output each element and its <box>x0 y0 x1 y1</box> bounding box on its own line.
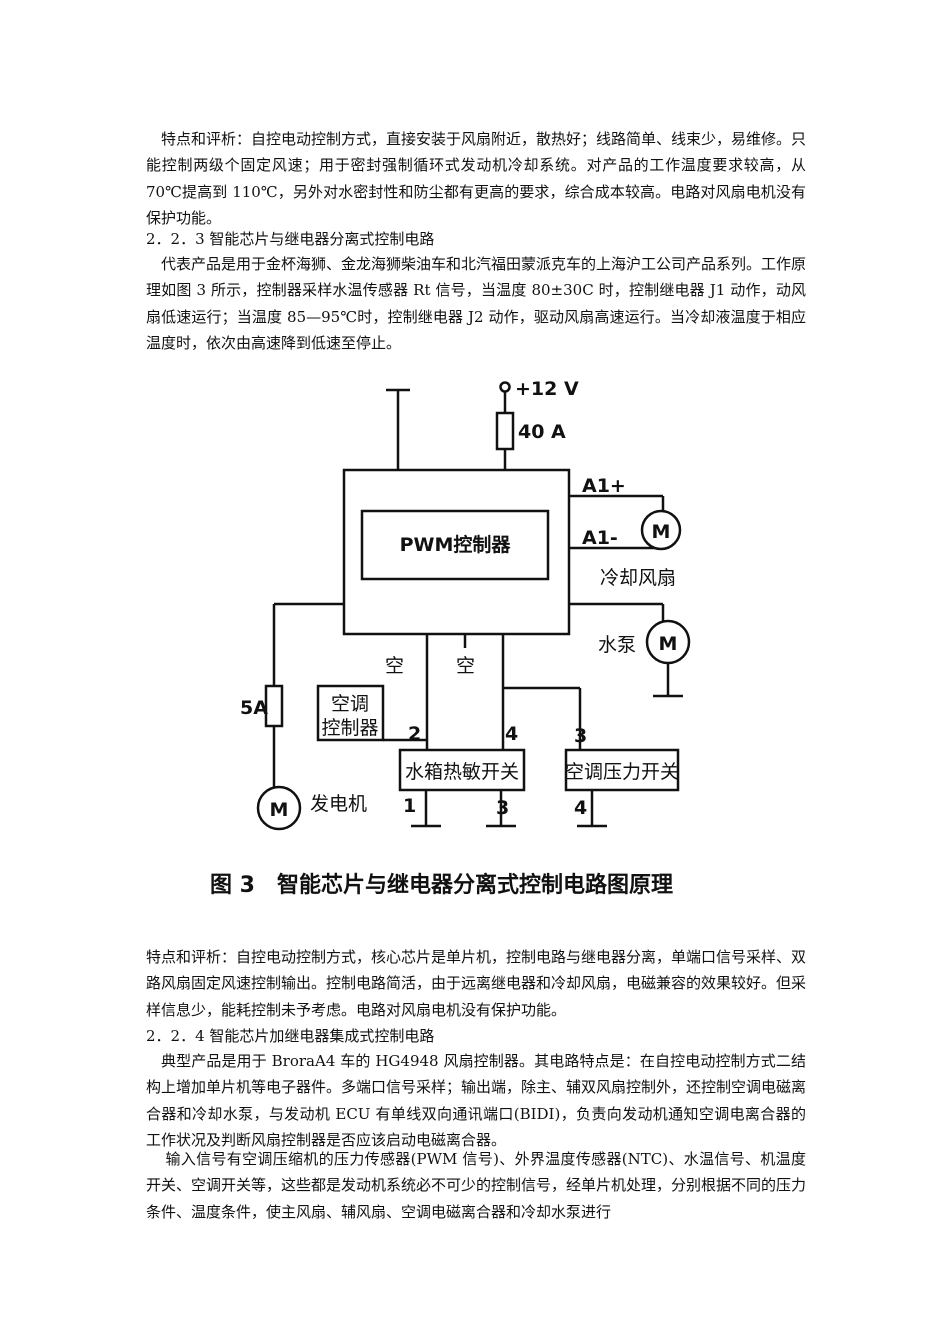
paragraph-evaluation-1: 特点和评析：自控电动控制方式，直接安装于风扇附近，散热好；线路简单、线束少，易维… <box>146 130 807 228</box>
pump-motor-symbol: M <box>659 633 678 655</box>
a1-minus-label: A1- <box>582 527 618 549</box>
pin-3b-label: 3 <box>496 797 509 819</box>
cooling-fan-label: 冷却风扇 <box>600 567 676 589</box>
water-pump-label: 水泵 <box>598 634 636 656</box>
fan-motor-symbol: M <box>652 521 671 543</box>
paragraph-representative-products: 代表产品是用于金杯海狮、金龙海狮柴油车和北汽福田蒙派克车的上海沪工公司产品系列。… <box>146 255 807 353</box>
section-heading-2-2-4: 2．2．4 智能芯片加继电器集成式控制电路 <box>146 1027 435 1045</box>
pwm-controller-label: PWM控制器 <box>400 533 512 556</box>
section-heading-2-2-3: 2．2．3 智能芯片与继电器分离式控制电路 <box>146 230 435 248</box>
paragraph-evaluation-2: 特点和评析：自控电动控制方式，核心芯片是单片机，控制电路与继电器分离，单端口信号… <box>146 948 807 1019</box>
ac-controller-label-line2: 控制器 <box>321 717 378 739</box>
empty-label-2: 空 <box>456 655 475 677</box>
radiator-switch-label: 水箱热敏开关 <box>405 761 519 783</box>
ac-pressure-switch-label: 空调压力开关 <box>565 761 679 783</box>
paragraph-typical-product: 典型产品是用于 BroraA4 车的 HG4948 风扇控制器。其电路特点是：在… <box>146 1052 807 1150</box>
circuit-diagram: +12 V 40 A PWM控制器 A1+ A1- M 冷却风扇 水泵 M 空 … <box>210 378 691 898</box>
pin-1-label: 1 <box>403 795 416 817</box>
pin-4-label: 4 <box>505 723 518 745</box>
empty-label-1: 空 <box>385 655 404 677</box>
pin-3-label: 3 <box>574 725 587 747</box>
ac-controller-label-line1: 空调 <box>331 693 369 715</box>
generator-label: 发电机 <box>310 793 367 815</box>
pin-2-label: 2 <box>408 723 421 745</box>
pin-4b-label: 4 <box>574 797 587 819</box>
generator-fuse-label: 5A <box>240 697 268 719</box>
paragraph-input-signals: 输入信号有空调压缩机的压力传感器(PWM 信号)、外界温度传感器(NTC)、水温… <box>146 1150 807 1221</box>
main-fuse-label: 40 A <box>518 421 566 443</box>
generator-motor-symbol: M <box>270 799 289 821</box>
a1-plus-label: A1+ <box>582 475 626 497</box>
figure-caption: 图 3 智能芯片与继电器分离式控制电路图原理 <box>210 872 673 898</box>
supply-voltage-label: +12 V <box>515 378 579 400</box>
